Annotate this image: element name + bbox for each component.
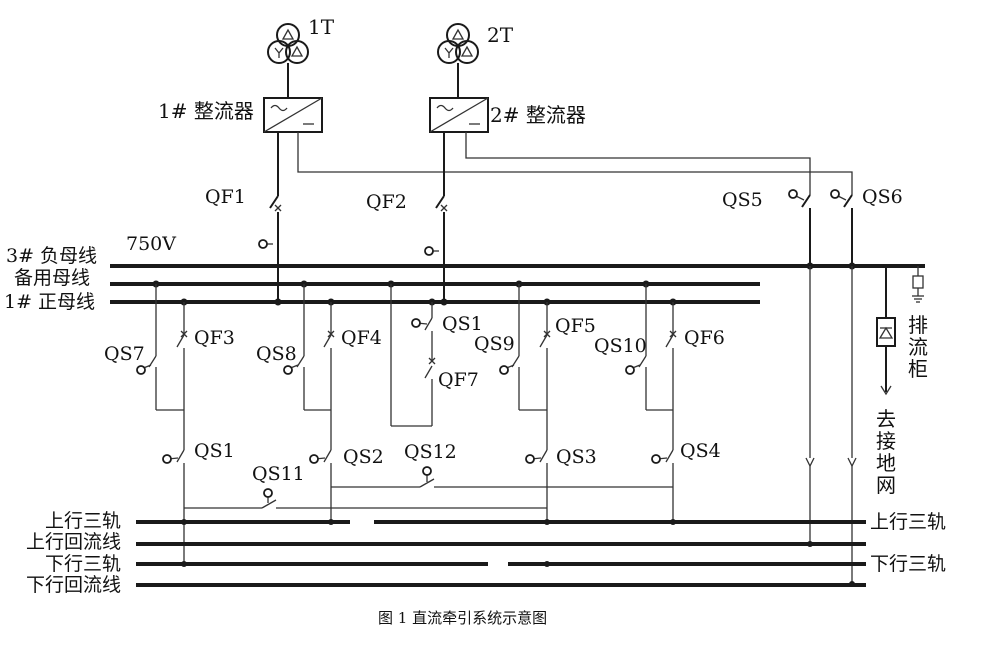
qs3-switch[interactable] — [525, 454, 542, 464]
rail-up-third-left-label: 上行三轨 — [45, 510, 121, 532]
qs9-switch[interactable] — [499, 364, 515, 375]
qf1-label: QF1 — [205, 186, 246, 208]
rail-down-third-left-label: 下行三轨 — [45, 553, 121, 575]
qs5-switch[interactable] — [788, 189, 811, 266]
qs6-label: QS6 — [862, 186, 903, 208]
rail-down-return-label: 下行回流线 — [26, 574, 121, 596]
rectifier-1-label: 1# 整流器 — [158, 99, 254, 123]
qs11-switch[interactable] — [184, 488, 547, 509]
rectifier-2-label: 2# 整流器 — [490, 103, 586, 127]
rail-up-return-label: 上行回流线 — [26, 531, 121, 553]
qs2-label: QS2 — [343, 446, 384, 468]
drain-cabinet-char-1: 排 — [908, 313, 928, 337]
qs1-upper-label: QS1 — [442, 313, 483, 335]
transformer-2t — [437, 23, 479, 98]
feeder-2 — [296, 284, 335, 522]
transformer-2t-label: 2T — [487, 23, 514, 47]
qf7-label: QF7 — [438, 369, 479, 391]
rectifier-1 — [263, 97, 323, 133]
qf3-label: QF3 — [194, 327, 235, 349]
qs10-switch[interactable] — [625, 364, 641, 375]
qs11-label: QS11 — [252, 463, 305, 485]
rail-down-third-right-label: 下行三轨 — [870, 553, 946, 575]
qs8-switch[interactable] — [283, 364, 299, 375]
qs7-switch[interactable] — [136, 364, 152, 375]
bus-spare-label: 备用母线 — [14, 267, 90, 289]
feeder-4 — [638, 284, 677, 522]
qs2-switch[interactable] — [309, 454, 326, 464]
qs4-switch[interactable] — [651, 454, 668, 464]
qf5-label: QF5 — [555, 315, 596, 337]
qf6-label: QF6 — [684, 327, 725, 349]
rail-up-third-right-label: 上行三轨 — [870, 511, 946, 533]
spare-branch — [390, 284, 436, 427]
ground-net-char-3: 地 — [876, 451, 896, 475]
qs10-label: QS10 — [594, 335, 647, 357]
qs6-switch[interactable] — [830, 189, 853, 266]
rect2-negative-lead — [465, 132, 811, 195]
qf4-label: QF4 — [341, 327, 382, 349]
qs3-label: QS3 — [556, 446, 597, 468]
rectifier-2 — [429, 97, 489, 133]
bus-positive-label: 1# 正母线 — [4, 291, 95, 313]
qs4-label: QS4 — [680, 440, 721, 462]
qs5-label: QS5 — [722, 189, 763, 211]
transformer-1t — [267, 23, 309, 98]
qs1-upper-switch[interactable] — [411, 318, 428, 328]
drain-cabinet-char-2: 流 — [908, 335, 928, 359]
feeder-3 — [511, 284, 551, 522]
drain-cabinet-char-3: 柜 — [908, 357, 928, 381]
qf2-label: QF2 — [366, 191, 407, 213]
transformer-1t-label: 1T — [308, 15, 335, 39]
qs7-label: QS7 — [104, 343, 145, 365]
qs1-lower-switch[interactable] — [162, 454, 179, 464]
ground-net-char-4: 网 — [876, 473, 896, 497]
figure-caption: 图 1 直流牵引系统示意图 — [378, 609, 547, 627]
bus-negative-label: 3# 负母线 — [6, 245, 97, 267]
feeder-1 — [148, 284, 188, 562]
qs12-switch[interactable] — [331, 466, 673, 488]
rect1-negative-lead — [297, 132, 853, 195]
voltage-label: 750V — [126, 233, 176, 255]
qs1-lower-label: QS1 — [194, 440, 235, 462]
qs9-label: QS9 — [474, 333, 515, 355]
qs12-label: QS12 — [404, 441, 457, 463]
ground-net-char-2: 接 — [876, 429, 896, 453]
ground-net-char-1: 去 — [876, 407, 896, 431]
qs8-label: QS8 — [256, 343, 297, 365]
drain-cabinet — [876, 266, 924, 396]
